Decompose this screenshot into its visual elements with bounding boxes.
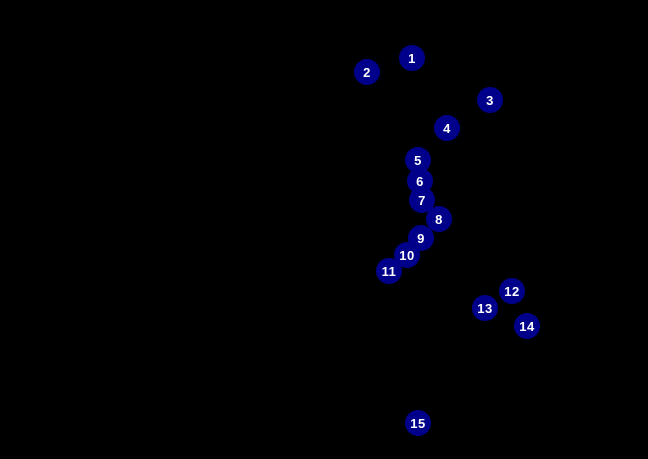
marker-label: 9	[417, 230, 425, 246]
marker-label: 1	[408, 50, 416, 66]
marker-label: 10	[399, 247, 415, 263]
marker-label: 4	[443, 120, 451, 136]
marker-label: 3	[486, 92, 494, 108]
map-marker-3[interactable]: 3	[477, 87, 503, 113]
map-marker-12[interactable]: 12	[499, 278, 525, 304]
map-marker-8[interactable]: 8	[426, 206, 452, 232]
map-marker-14[interactable]: 14	[514, 313, 540, 339]
map-marker-4[interactable]: 4	[434, 115, 460, 141]
marker-label: 12	[504, 283, 520, 299]
map-marker-15[interactable]: 15	[405, 410, 431, 436]
map-marker-1[interactable]: 1	[399, 45, 425, 71]
marker-label: 15	[410, 415, 426, 431]
marker-label: 14	[519, 318, 535, 334]
marker-label: 6	[416, 173, 424, 189]
map-marker-13[interactable]: 13	[472, 295, 498, 321]
marker-label: 13	[477, 300, 493, 316]
marker-label: 5	[414, 152, 422, 168]
marker-label: 2	[363, 64, 371, 80]
marker-label: 11	[381, 263, 397, 279]
map-marker-2[interactable]: 2	[354, 59, 380, 85]
map-marker-9[interactable]: 9	[408, 225, 434, 251]
marker-label: 7	[418, 192, 426, 208]
marker-label: 8	[435, 211, 443, 227]
map-marker-11[interactable]: 11	[376, 258, 402, 284]
